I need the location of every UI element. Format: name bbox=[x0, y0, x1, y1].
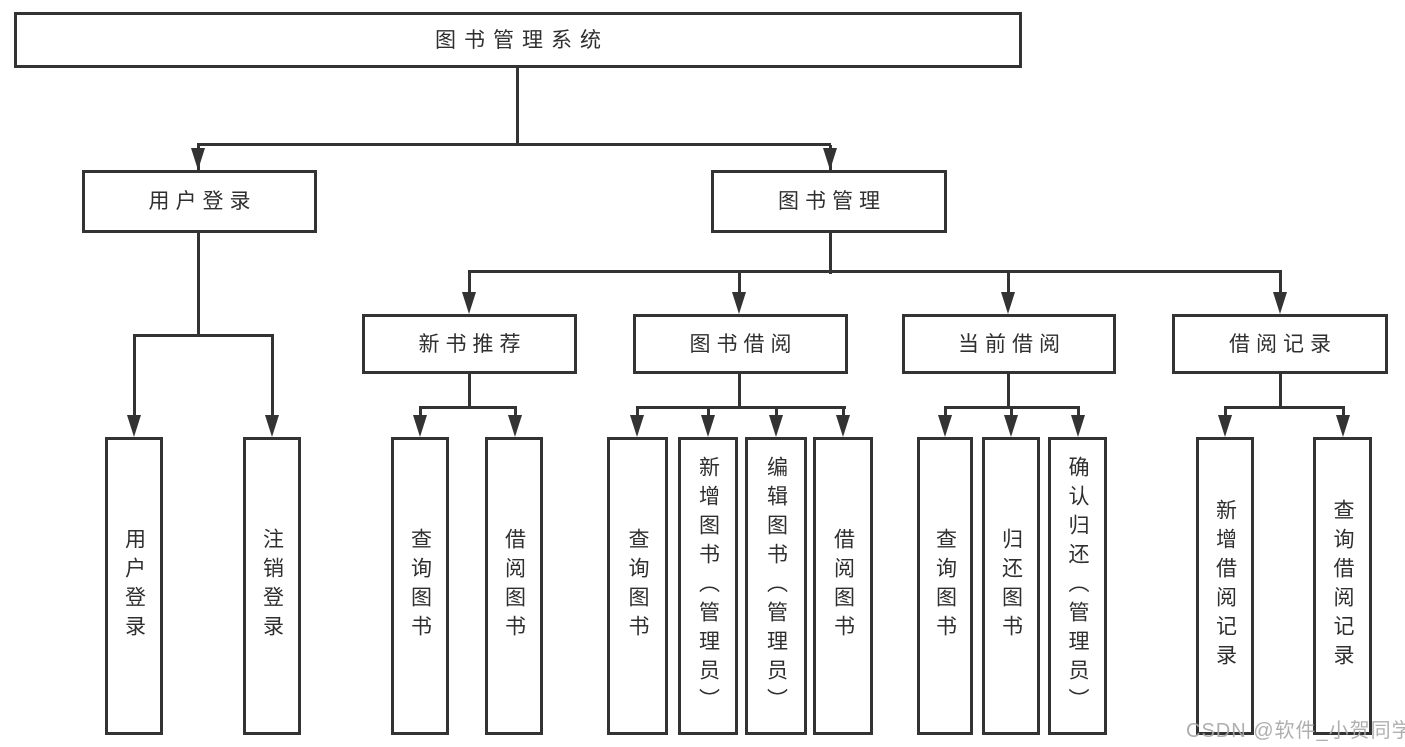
connector-current-bus bbox=[944, 406, 1080, 409]
connector-drop bbox=[514, 408, 517, 420]
leaf-records-query: 查询借阅记录 bbox=[1313, 437, 1372, 735]
arrowhead-down-icon bbox=[1001, 292, 1015, 314]
arrowhead-down-icon bbox=[1004, 415, 1018, 437]
connector-drop bbox=[636, 408, 639, 420]
connector-drop bbox=[842, 408, 845, 420]
leaf-newbook-query-label: 查询图书 bbox=[408, 528, 432, 644]
leaf-borrow-edit-admin: 编辑图书（管理员） bbox=[745, 437, 807, 735]
node-book-mgmt: 图书管理 bbox=[711, 170, 947, 233]
leaf-current-confirm-admin-label: 确认归还（管理员） bbox=[1066, 455, 1089, 717]
leaf-current-return-label: 归还图书 bbox=[999, 528, 1023, 644]
leaf-current-return: 归还图书 bbox=[982, 437, 1040, 735]
connector-records-stem bbox=[1279, 374, 1282, 409]
arrowhead-down-icon bbox=[836, 415, 850, 437]
arrowhead-down-icon bbox=[823, 148, 837, 170]
connector-drop bbox=[1007, 272, 1010, 294]
node-borrow-records: 借阅记录 bbox=[1172, 314, 1388, 374]
connector-drop bbox=[775, 408, 778, 420]
connector-mgmt-stem bbox=[829, 233, 832, 274]
arrowhead-down-icon bbox=[413, 415, 427, 437]
leaf-borrow-add-admin: 新增图书（管理员） bbox=[678, 437, 738, 735]
connector-drop bbox=[419, 408, 422, 420]
node-borrow-records-label: 借阅记录 bbox=[1229, 332, 1337, 356]
leaf-borrow-edit-admin-label: 编辑图书（管理员） bbox=[764, 455, 788, 717]
connector-current-stem bbox=[1007, 374, 1010, 409]
arrowhead-down-icon bbox=[732, 292, 746, 314]
leaf-newbook-query: 查询图书 bbox=[391, 437, 449, 735]
node-root: 图书管理系统 bbox=[14, 12, 1022, 68]
connector-borrow-stem bbox=[738, 374, 741, 409]
node-book-borrow-label: 图书借阅 bbox=[689, 332, 798, 356]
connector-borrow-bus bbox=[636, 406, 846, 409]
leaf-borrow-borrow-label: 借阅图书 bbox=[831, 528, 855, 644]
connector-drop bbox=[1224, 408, 1227, 420]
leaf-records-add-label: 新增借阅记录 bbox=[1213, 499, 1237, 673]
leaf-records-add: 新增借阅记录 bbox=[1196, 437, 1254, 735]
leaf-current-query-label: 查询图书 bbox=[933, 528, 957, 644]
connector-root-stem bbox=[516, 68, 519, 146]
leaf-newbook-borrow: 借阅图书 bbox=[485, 437, 543, 735]
node-root-label: 图书管理系统 bbox=[435, 28, 609, 52]
node-book-borrow: 图书借阅 bbox=[633, 314, 848, 374]
connector-drop bbox=[271, 336, 274, 416]
arrowhead-down-icon bbox=[508, 415, 522, 437]
leaf-newbook-borrow-label: 借阅图书 bbox=[502, 528, 526, 644]
connector-mgmt-bus bbox=[468, 270, 1282, 273]
arrowhead-down-icon bbox=[1218, 415, 1232, 437]
node-current-borrow: 当前借阅 bbox=[902, 314, 1116, 374]
leaf-logout-label: 注销登录 bbox=[260, 528, 284, 644]
leaf-borrow-add-admin-label: 新增图书（管理员） bbox=[696, 455, 720, 717]
connector-root-bus bbox=[197, 143, 831, 146]
node-book-mgmt-label: 图书管理 bbox=[778, 190, 886, 213]
leaf-current-confirm-admin: 确认归还（管理员） bbox=[1048, 437, 1107, 735]
leaf-current-query: 查询图书 bbox=[917, 437, 973, 735]
arrowhead-down-icon bbox=[701, 415, 715, 437]
connector-drop bbox=[1010, 408, 1013, 420]
connector-drop bbox=[707, 408, 710, 420]
connector-login-stem bbox=[197, 233, 200, 337]
connector-drop bbox=[738, 272, 741, 294]
connector-drop bbox=[468, 272, 471, 294]
watermark: CSDN @软件_小贺同学 bbox=[1186, 720, 1405, 742]
arrowhead-down-icon bbox=[630, 415, 644, 437]
connector-records-bus bbox=[1224, 406, 1345, 409]
leaf-user-login-label: 用户登录 bbox=[122, 528, 146, 644]
arrowhead-down-icon bbox=[1336, 415, 1350, 437]
connector-drop bbox=[944, 408, 947, 420]
connector-drop bbox=[1279, 272, 1282, 294]
connector-newbook-stem bbox=[468, 374, 471, 409]
arrowhead-down-icon bbox=[1273, 292, 1287, 314]
leaf-borrow-borrow: 借阅图书 bbox=[813, 437, 873, 735]
node-user-login: 用户登录 bbox=[82, 170, 317, 233]
node-new-book: 新书推荐 bbox=[362, 314, 577, 374]
node-user-login-label: 用户登录 bbox=[148, 190, 257, 213]
connector-drop bbox=[133, 336, 136, 416]
connector-newbook-bus bbox=[419, 406, 517, 409]
connector-drop bbox=[1077, 408, 1080, 420]
node-current-borrow-label: 当前借阅 bbox=[958, 332, 1066, 356]
arrowhead-down-icon bbox=[462, 292, 476, 314]
arrowhead-down-icon bbox=[1071, 415, 1085, 437]
leaf-user-login: 用户登录 bbox=[105, 437, 163, 735]
connector-login-bus bbox=[133, 334, 274, 337]
arrowhead-down-icon bbox=[938, 415, 952, 437]
connector-drop bbox=[1342, 408, 1345, 420]
leaf-borrow-query-label: 查询图书 bbox=[626, 528, 649, 644]
arrowhead-down-icon bbox=[265, 415, 279, 437]
leaf-logout: 注销登录 bbox=[243, 437, 301, 735]
arrowhead-down-icon bbox=[127, 415, 141, 437]
leaf-records-query-label: 查询借阅记录 bbox=[1331, 499, 1354, 673]
arrowhead-down-icon bbox=[191, 148, 205, 170]
leaf-borrow-query: 查询图书 bbox=[607, 437, 668, 735]
node-new-book-label: 新书推荐 bbox=[418, 332, 527, 356]
arrowhead-down-icon bbox=[769, 415, 783, 437]
